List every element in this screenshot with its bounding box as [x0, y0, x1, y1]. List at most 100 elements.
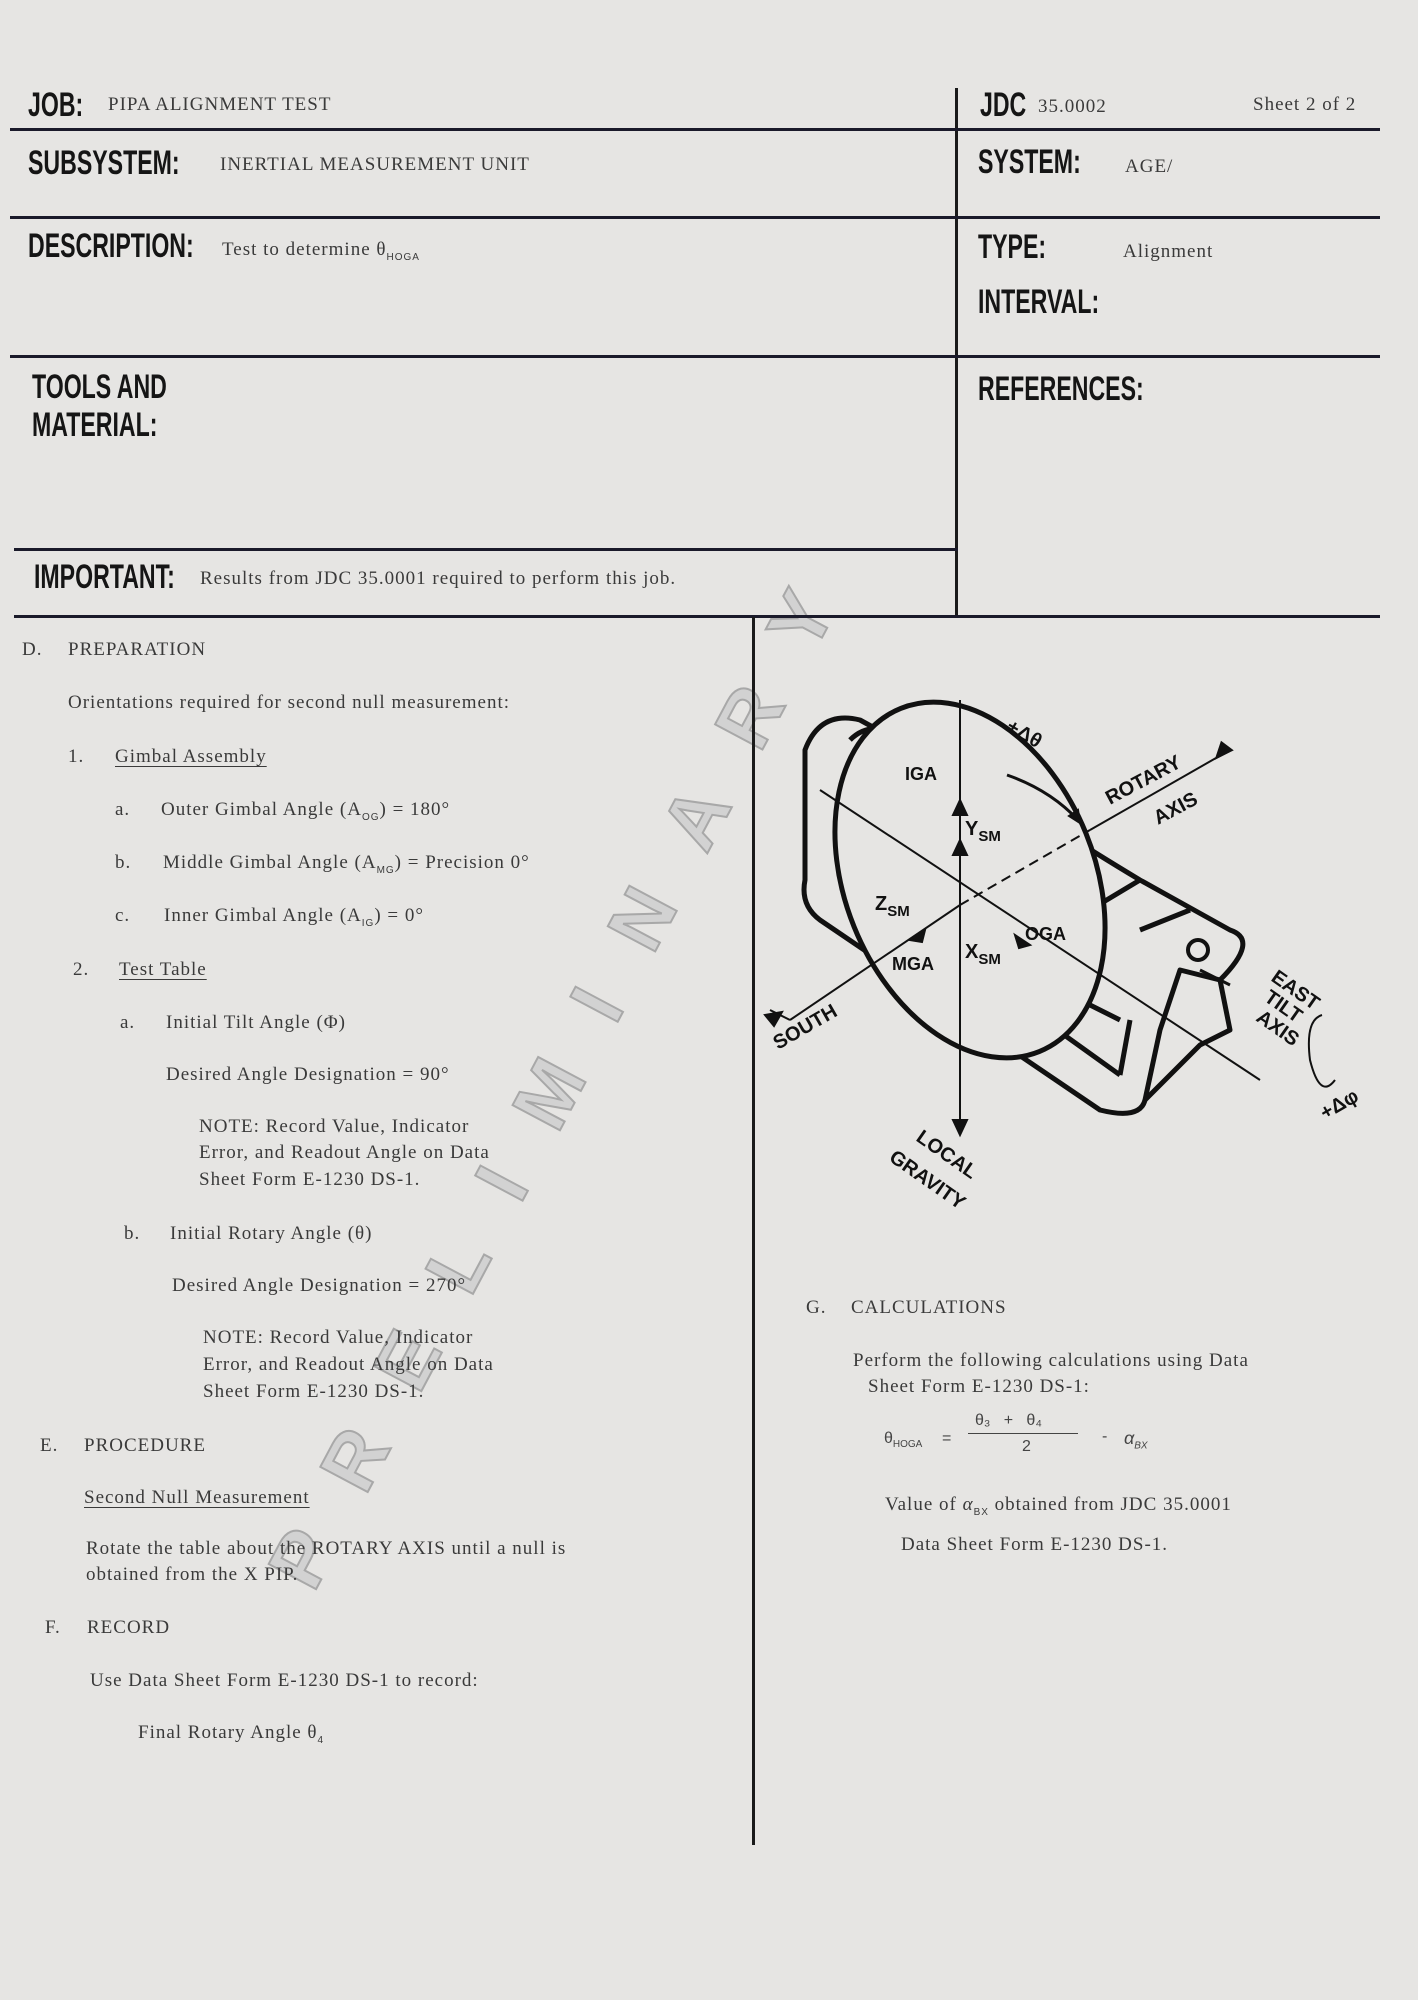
type-value: Alignment [1123, 241, 1214, 262]
gimbal-c-letter: c. [115, 905, 131, 926]
value-note-sub: BX [973, 1506, 989, 1518]
table-num: 2. [73, 959, 90, 980]
header-divider [955, 88, 958, 618]
record-item: Final Rotary Angle θ4 [138, 1723, 324, 1746]
tools-label-2: MATERIAL: [32, 406, 158, 444]
rotary-letter: b. [124, 1223, 141, 1244]
tools-label-1: TOOLS AND [32, 368, 167, 406]
formula-numerator: θ₃ + θ₄ [975, 1412, 1042, 1429]
fraction-bar [968, 1433, 1078, 1434]
gimbal-title: Gimbal Assembly [115, 746, 267, 767]
value-note-alpha: α [962, 1494, 974, 1515]
xsm-x: X [965, 941, 979, 963]
record-text: Use Data Sheet Form E-1230 DS-1 to recor… [90, 1670, 479, 1691]
xsm-label: XSM [965, 941, 1001, 968]
rule-1 [10, 128, 1380, 131]
rule-2 [10, 216, 1380, 219]
type-label: TYPE: [978, 228, 1047, 266]
gimbal-a-label: Outer Gimbal Angle (A [161, 799, 362, 820]
tilt-note-2: Error, and Readout Angle on Data [199, 1142, 490, 1163]
tilt-title: Initial Tilt Angle (Φ) [166, 1012, 346, 1033]
value-note-1a: Value of [885, 1494, 963, 1515]
xsm-sub: SM [978, 951, 1001, 968]
tilt-note-1: NOTE: Record Value, Indicator [199, 1116, 470, 1137]
subsystem-value: INERTIAL MEASUREMENT UNIT [220, 154, 530, 175]
zsm-z: Z [875, 893, 887, 915]
tilt-desired: Desired Angle Designation = 90° [166, 1064, 450, 1085]
important-value: Results from JDC 35.0001 required to per… [200, 568, 677, 589]
gimbal-a-letter: a. [115, 799, 131, 820]
description-sub: HOGA [386, 251, 420, 263]
rule-4 [14, 548, 958, 551]
rotary-title: Initial Rotary Angle (θ) [170, 1223, 373, 1244]
procedure-text-2: obtained from the X PIP. [86, 1564, 299, 1585]
jdc-label: JDC [980, 86, 1027, 124]
gimbal-a-sub: OG [361, 811, 380, 823]
gimbal-num: 1. [68, 746, 85, 767]
rotary-axis-label-2: AXIS [1150, 788, 1202, 829]
rule-5 [14, 615, 1380, 618]
rotary-desired: Desired Angle Designation = 270° [172, 1275, 467, 1296]
section-f-letter: F. [45, 1617, 61, 1638]
section-g-letter: G. [806, 1297, 827, 1318]
value-note-2: Data Sheet Form E-1230 DS-1. [901, 1534, 1169, 1555]
formula-alpha: αBX [1124, 1428, 1148, 1452]
gimbal-c-text: Inner Gimbal Angle (AIG) = 0° [164, 906, 424, 929]
procedure-text-1: Rotate the table about the ROTARY AXIS u… [86, 1538, 567, 1559]
gimbal-c-value: ) = 0° [374, 905, 424, 926]
gimbal-c-sub: IG [361, 917, 375, 929]
formula: θHOGA = θ₃ + θ₄ 2 - αBX [880, 1408, 1180, 1468]
section-d-letter: D. [22, 639, 43, 660]
gimbal-a-text: Outer Gimbal Angle (AOG) = 180° [161, 800, 450, 823]
gimbal-c-label: Inner Gimbal Angle (A [164, 905, 362, 926]
gimbal-b-letter: b. [115, 852, 132, 873]
value-note-1b: obtained from JDC 35.0001 [988, 1494, 1232, 1515]
iga-label: IGA [905, 764, 937, 784]
gimbal-diagram: +Δθ ROTARY AXIS IGA YSM ZSM XSM OGA MGA … [763, 699, 1363, 1215]
south-label: SOUTH [770, 1000, 842, 1054]
formula-lhs-sub: HOGA [892, 1439, 923, 1451]
subsystem-label: SUBSYSTEM: [28, 144, 180, 182]
record-item-sub: 4 [317, 1734, 325, 1746]
zsm-sub: SM [887, 903, 910, 920]
tilt-note-3: Sheet Form E-1230 DS-1. [199, 1169, 421, 1190]
rotary-note-3: Sheet Form E-1230 DS-1. [203, 1381, 425, 1402]
calc-text-1: Perform the following calculations using… [853, 1350, 1249, 1371]
rule-3 [10, 355, 1380, 358]
axes [763, 700, 1336, 1138]
table-title: Test Table [119, 959, 207, 980]
gimbal-a-value: ) = 180° [379, 799, 451, 820]
preparation-intro: Orientations required for second null me… [68, 692, 511, 713]
rotary-note-1: NOTE: Record Value, Indicator [203, 1327, 474, 1348]
ysm-label: YSM [965, 818, 1001, 845]
interval-label: INTERVAL: [978, 283, 1100, 321]
formula-theta: θ [884, 1430, 893, 1447]
gimbal-b-value: ) = Precision 0° [394, 852, 530, 873]
ysm-y: Y [965, 818, 979, 840]
system-value: AGE/ [1125, 156, 1174, 177]
calc-text-2: Sheet Form E-1230 DS-1: [868, 1376, 1090, 1397]
gimbal-b-label: Middle Gimbal Angle (A [163, 852, 377, 873]
column-divider [752, 617, 755, 1845]
value-note-1: Value of αBX obtained from JDC 35.0001 [885, 1495, 1232, 1518]
delta-phi-label: +Δφ [1317, 1085, 1363, 1124]
formula-alpha-symbol: α [1124, 1428, 1135, 1448]
formula-alpha-sub: BX [1134, 1440, 1148, 1452]
pivot-hole [1186, 938, 1210, 962]
job-value: PIPA ALIGNMENT TEST [108, 94, 332, 115]
section-d-title: PREPARATION [68, 639, 207, 660]
mga-label: MGA [892, 954, 934, 974]
rotary-note-2: Error, and Readout Angle on Data [203, 1354, 494, 1375]
gimbal-b-sub: MG [376, 864, 395, 876]
formula-eq: = [942, 1430, 952, 1447]
formula-lhs: θHOGA [884, 1430, 922, 1450]
ysm-sub: SM [978, 828, 1001, 845]
formula-minus: - [1102, 1428, 1108, 1445]
section-f-title: RECORD [87, 1617, 171, 1638]
jdc-value: 35.0002 [1038, 96, 1107, 117]
job-label: JOB: [28, 86, 84, 124]
record-item-label: Final Rotary Angle θ [138, 1722, 318, 1743]
formula-denominator: 2 [1022, 1438, 1031, 1455]
tilt-letter: a. [120, 1012, 136, 1033]
gimbal-b-text: Middle Gimbal Angle (AMG) = Precision 0° [163, 853, 530, 876]
